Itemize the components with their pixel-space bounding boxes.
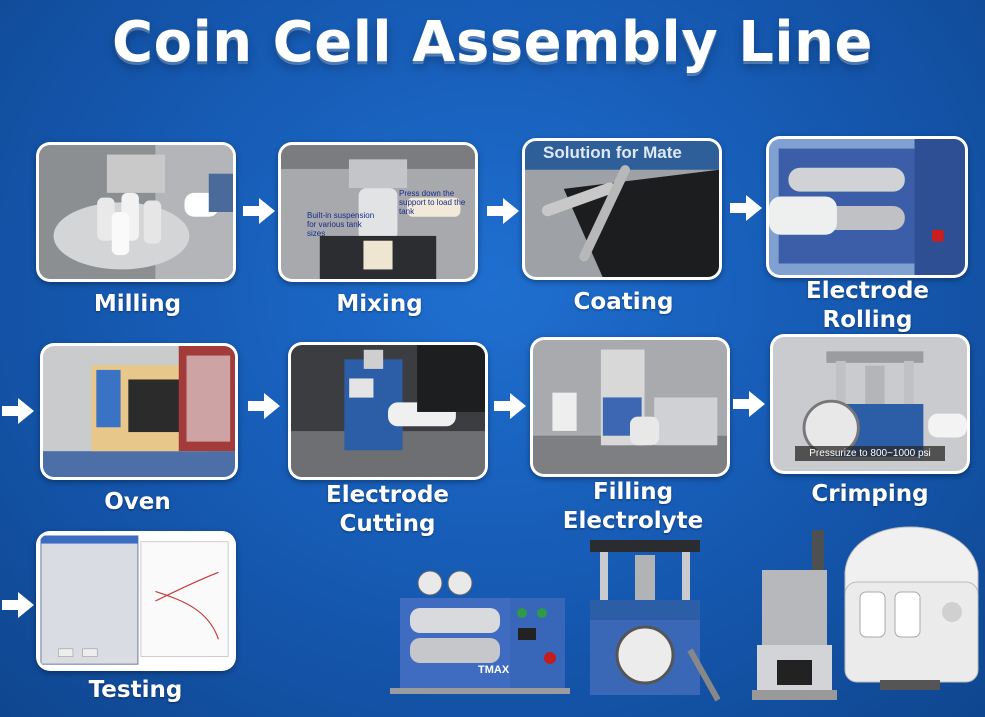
step-label-milling: Milling <box>93 291 182 317</box>
electrode-cutting-photo <box>288 342 488 480</box>
right-arrow-icon <box>248 393 280 419</box>
step-label-oven: Oven <box>104 489 171 515</box>
crimping-caption: Pressurize to 800~1000 psi <box>795 446 945 461</box>
mixing-note-suspension: Built-in suspension for various tank siz… <box>307 211 375 238</box>
step-label-electrode-cutting: Electrode Cutting <box>325 482 450 537</box>
step-label-mixing: Mixing <box>336 291 423 317</box>
coating-banner-text: Solution for Mate <box>543 143 682 162</box>
milling-photo <box>36 142 236 282</box>
page-title: Coin Cell Assembly Line <box>112 10 873 75</box>
rolling-machine-brand: TMAX <box>478 664 510 676</box>
oven-photo <box>40 343 238 480</box>
ball-mill-image <box>840 512 982 692</box>
coating-photo: Solution for Mate <box>522 138 722 280</box>
step-label-filling-electrolyte: Filling Electrolyte <box>562 479 704 534</box>
crimping-photo: Pressurize to 800~1000 psi <box>770 334 970 474</box>
crimping-machine-image <box>590 540 720 705</box>
electrode-rolling-photo <box>766 136 968 278</box>
step-label-coating: Coating <box>573 289 674 315</box>
step-label-testing: Testing <box>88 677 183 703</box>
cutting-machine-image <box>752 530 837 708</box>
mixing-photo: Press down the support to load the tank … <box>278 142 478 282</box>
mixing-note-load: Press down the support to load the tank <box>399 189 466 216</box>
right-arrow-icon <box>2 398 34 424</box>
step-label-crimping: Crimping <box>811 481 929 507</box>
right-arrow-icon <box>730 195 762 221</box>
filling-electrolyte-photo <box>530 337 730 477</box>
testing-photo <box>36 531 236 671</box>
right-arrow-icon <box>733 391 765 417</box>
right-arrow-icon <box>2 592 34 618</box>
right-arrow-icon <box>494 393 526 419</box>
right-arrow-icon <box>487 198 519 224</box>
rolling-machine-image: TMAX <box>390 568 570 698</box>
right-arrow-icon <box>243 198 275 224</box>
step-label-electrode-rolling: Electrode Rolling <box>805 278 930 333</box>
